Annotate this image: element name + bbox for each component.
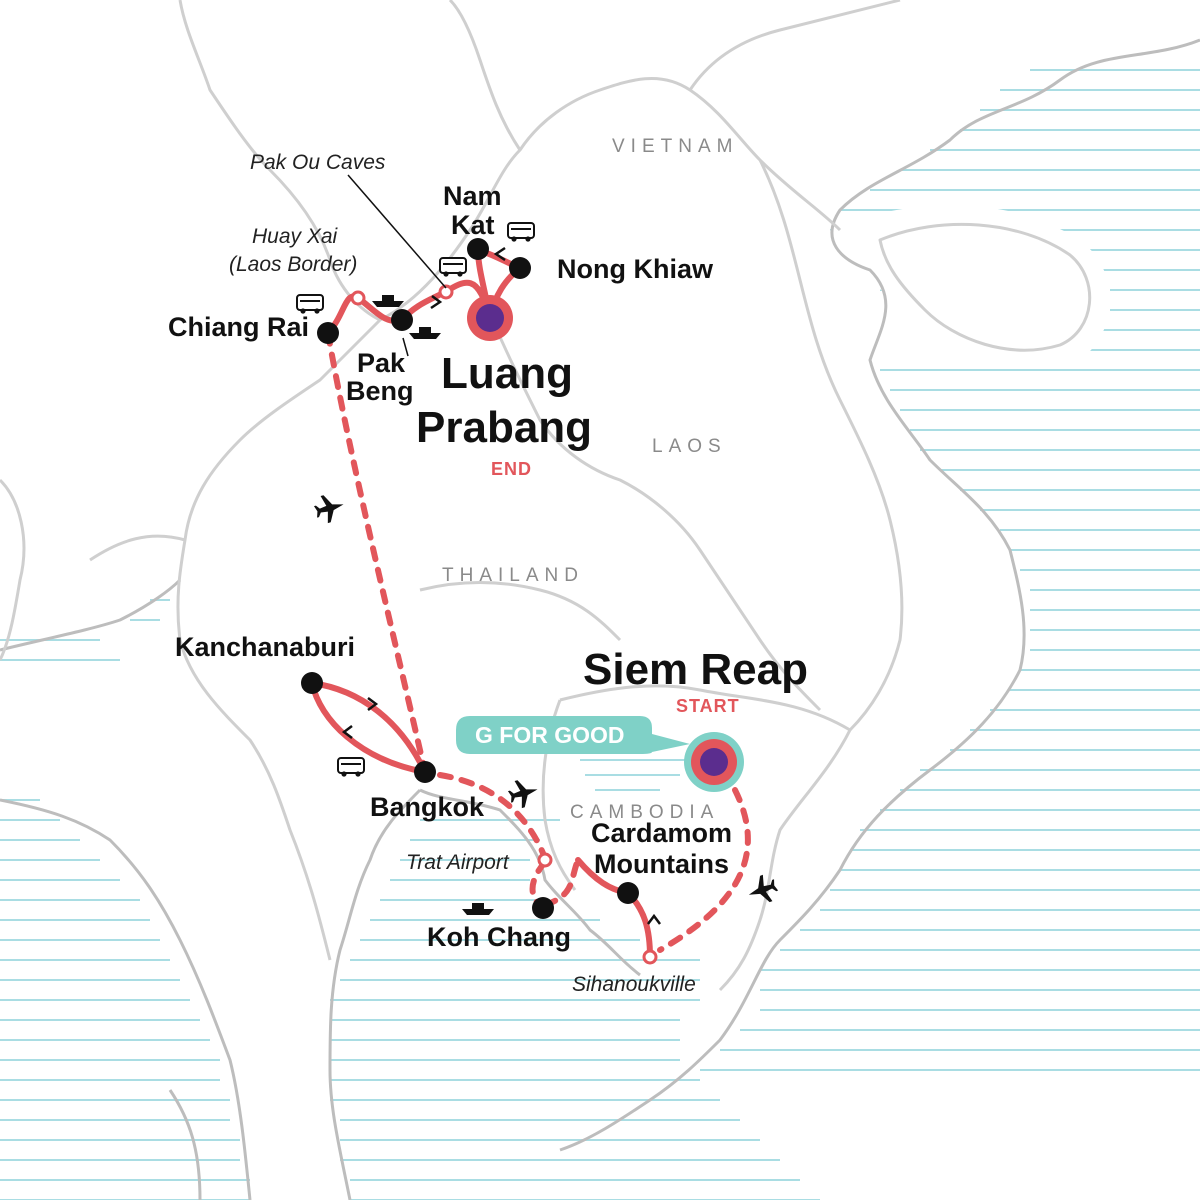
label-pak-beng-line1: Pak: [357, 348, 406, 378]
label-end: END: [491, 459, 532, 479]
water-hatching: [0, 69, 1200, 1200]
label-kanchanaburi: Kanchanaburi: [175, 632, 355, 662]
stop-marker-cardamom-mountains: [617, 882, 639, 904]
pak-beng-leader-line: [402, 337, 409, 357]
route-kohchang-cardamom: [542, 857, 581, 908]
stop-marker-huay-xai: [350, 290, 366, 306]
g-for-good-badge: G FOR GOOD: [456, 716, 690, 754]
bus-icon: [296, 294, 324, 315]
stop-marker-bangkok: [414, 761, 436, 783]
country-label-laos: LAOS: [652, 436, 727, 457]
stop-marker-kanchanaburi: [301, 672, 323, 694]
bus-icon: [439, 257, 467, 278]
label-bangkok: Bangkok: [370, 792, 485, 822]
stop-marker-koh-chang: [532, 897, 554, 919]
country-label-thailand: THAILAND: [442, 565, 584, 586]
stop-marker-pak-ou-caves: [438, 284, 454, 300]
label-nam-kat-line1: Nam: [443, 181, 502, 211]
chevron-icon: [341, 725, 353, 739]
start-marker-siem-reap: [684, 732, 744, 792]
label-sihanoukville: Sihanoukville: [572, 973, 696, 996]
boat-icon: [409, 327, 441, 339]
label-siem-reap: Siem Reap: [583, 645, 808, 694]
stop-marker-sihanoukville: [642, 949, 658, 965]
chevron-icon: [647, 913, 661, 925]
country-labels: VIETNAM LAOS THAILAND CAMBODIA: [442, 136, 738, 823]
boat-icon: [372, 295, 404, 307]
pak-ou-leader-line: [347, 174, 447, 289]
stop-markers: [301, 238, 744, 965]
stop-marker-nong-khiaw: [509, 257, 531, 279]
label-pak-beng-line2: Beng: [346, 376, 414, 406]
bus-icon: [507, 222, 535, 243]
label-trat-airport: Trat Airport: [406, 851, 510, 874]
bus-icon: [337, 757, 365, 778]
chevron-icon: [367, 697, 379, 711]
end-marker-luang-prabang: [467, 295, 513, 341]
label-luang-prabang-line2: Prabang: [416, 403, 592, 452]
chevron-icon: [493, 246, 506, 262]
label-huay-xai-line2: (Laos Border): [229, 253, 357, 276]
stop-marker-chiang-rai: [317, 322, 339, 344]
plane-icon: [744, 871, 781, 908]
label-luang-prabang-line1: Luang: [441, 349, 573, 398]
stop-marker-pak-beng: [391, 309, 413, 331]
country-label-cambodia: CAMBODIA: [570, 802, 719, 823]
label-nam-kat-line2: Kat: [451, 210, 495, 240]
label-huay-xai-line1: Huay Xai: [252, 225, 339, 248]
label-cardamom-line1: Cardamom: [591, 818, 732, 848]
route-chiangrai-bangkok: [325, 330, 428, 775]
label-koh-chang: Koh Chang: [427, 922, 571, 952]
chevron-icon: [430, 295, 443, 310]
stop-marker-nam-kat: [467, 238, 489, 260]
route-bangkok-trat: [437, 772, 548, 861]
country-label-vietnam: VIETNAM: [612, 136, 738, 157]
boat-icon: [462, 903, 494, 915]
label-chiang-rai: Chiang Rai: [168, 312, 309, 342]
g-for-good-label: G FOR GOOD: [475, 722, 625, 748]
place-labels: Pak Ou Caves Nam Kat Nong Khiaw Huay Xai…: [168, 151, 808, 996]
label-pak-ou-caves: Pak Ou Caves: [250, 151, 386, 174]
plane-icon: [311, 490, 348, 526]
label-nong-khiaw: Nong Khiaw: [557, 254, 714, 284]
route-bangkok-kanchanaburi-b: [309, 680, 428, 775]
label-start: START: [676, 696, 740, 716]
route-bangkok-kanchanaburi-a: [309, 680, 428, 775]
transport-icons: [296, 222, 781, 925]
route-siemreap-sihanoukville: [657, 787, 751, 953]
label-cardamom-line2: Mountains: [594, 849, 729, 879]
stop-marker-trat-airport: [537, 852, 553, 868]
